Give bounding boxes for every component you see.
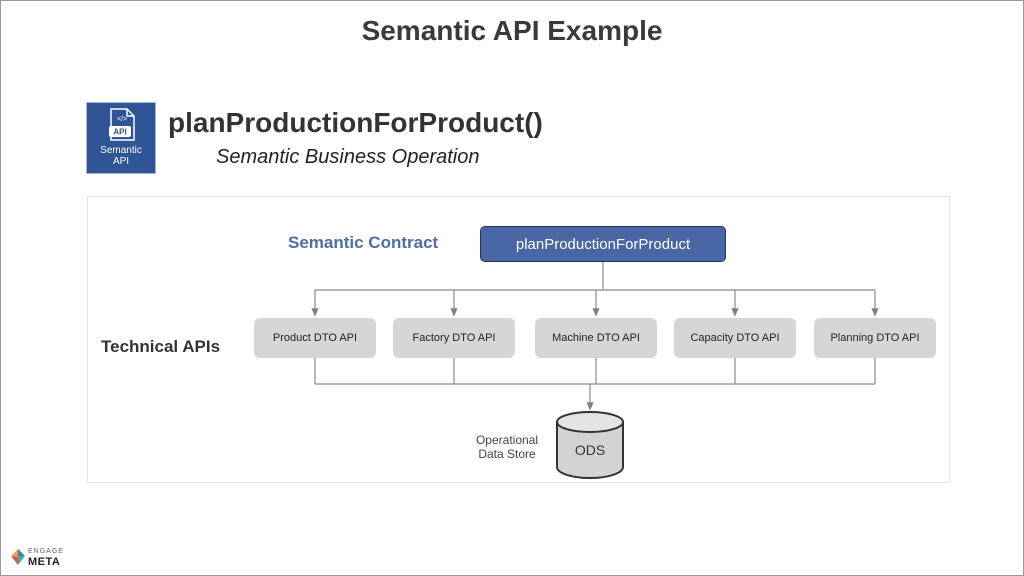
operation-name: planProductionForProduct() <box>168 107 543 138</box>
semantic-api-badge: </> API Semantic API <box>86 102 156 174</box>
product-dto-api-box: Product DTO API <box>254 318 376 358</box>
engage-meta-logo-icon <box>11 549 25 565</box>
machine-dto-api-box: Machine DTO API <box>535 318 657 358</box>
semantic-contract-box: planProductionForProduct <box>480 226 726 262</box>
ods-name: ODS <box>574 442 606 458</box>
technical-apis-label: Technical APIs <box>101 337 221 356</box>
diagram-container <box>87 196 950 483</box>
operational-data-store-label: Operational Data Store <box>475 433 539 461</box>
page-title: Semantic API Example <box>361 15 663 46</box>
api-document-icon: </> API <box>109 108 135 141</box>
semantic-contract-label: Semantic Contract <box>288 233 439 252</box>
api-icon-text: API <box>113 128 126 137</box>
svg-text:</>: </> <box>117 116 127 123</box>
operation-subtitle: Semantic Business Operation <box>216 146 480 168</box>
capacity-dto-api-box: Capacity DTO API <box>674 318 796 358</box>
logo-text-top: ENGAGE <box>28 548 64 555</box>
database-cylinder-icon <box>556 411 624 479</box>
badge-label: Semantic API <box>100 145 142 167</box>
logo-text-bottom: META <box>28 556 61 568</box>
factory-dto-api-box: Factory DTO API <box>393 318 515 358</box>
planning-dto-api-box: Planning DTO API <box>814 318 936 358</box>
